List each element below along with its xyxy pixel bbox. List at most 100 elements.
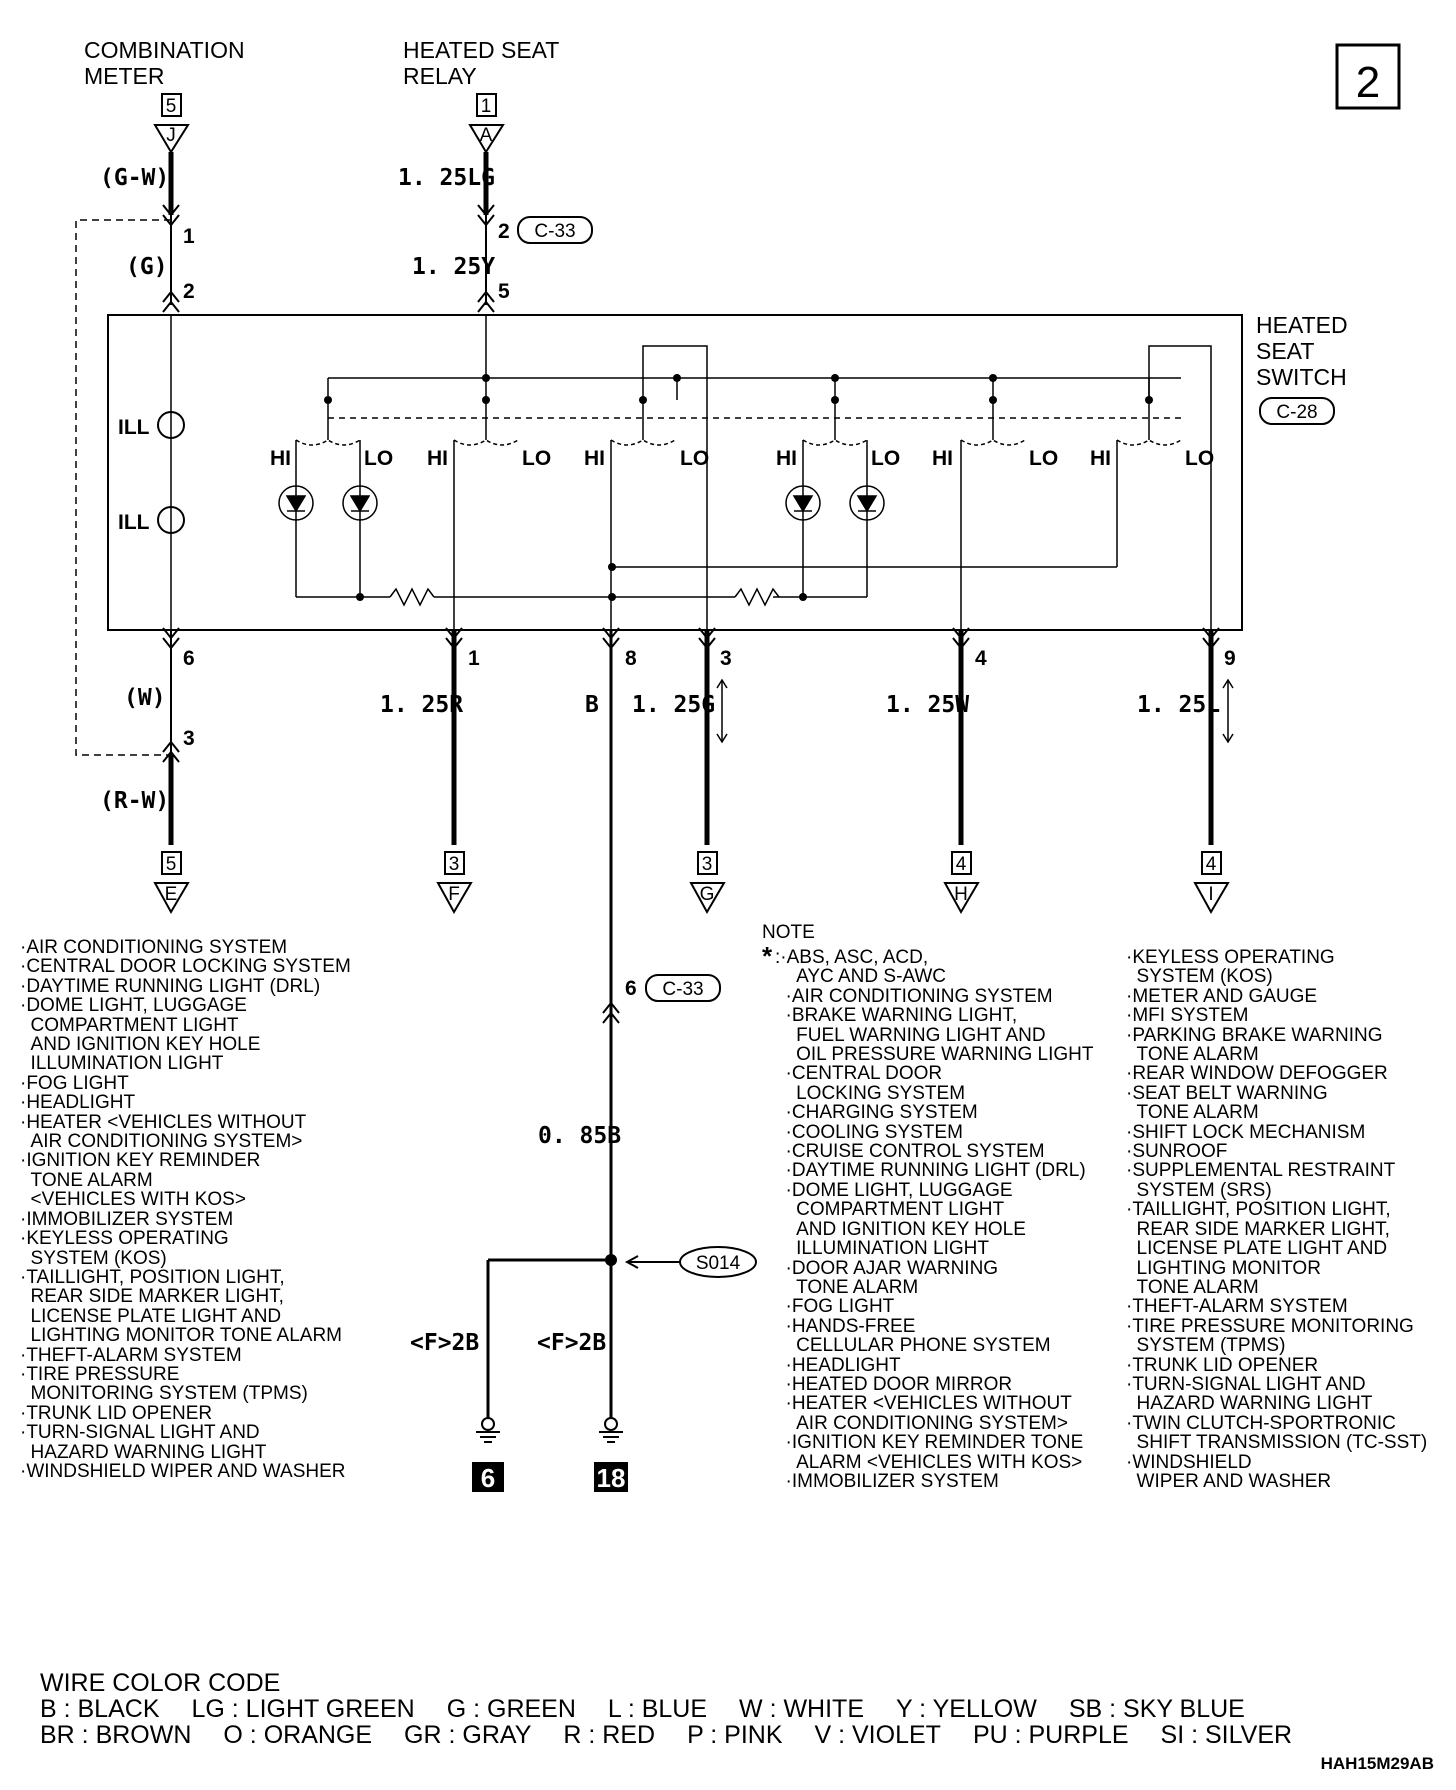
list-item: ·DOME LIGHT, LUGGAGE (775, 1179, 1013, 1201)
list-item: ·TRUNK LID OPENER (1126, 1354, 1319, 1376)
legend-title: WIRE COLOR CODE (40, 1669, 281, 1697)
list-item: SYSTEM (SRS) (1126, 1179, 1272, 1201)
wire-label-b085: 0. 85B (538, 1123, 621, 1149)
svg-text:I: I (1208, 884, 1213, 905)
svg-text:3: 3 (449, 854, 460, 875)
list-item: SYSTEM (TPMS) (1126, 1335, 1286, 1357)
legend-entry: BR : BROWN (40, 1721, 192, 1749)
lo-label-3: LO (680, 447, 709, 470)
wire-label-w: (W) (124, 685, 166, 711)
wire-label-f2b-left: <F>2B (410, 1330, 479, 1356)
list-item: ·COOLING SYSTEM (775, 1121, 963, 1143)
list-item: ILLUMINATION LIGHT (20, 1053, 224, 1075)
wire-label-rw: (R-W) (100, 788, 169, 814)
list-item: ·SHIFT LOCK MECHANISM (1126, 1121, 1366, 1143)
list-item: ILLUMINATION LIGHT (775, 1238, 989, 1260)
heated-seat-switch-box (107, 314, 1243, 631)
wire-label-l125: 1. 25L (1137, 692, 1220, 718)
hi-label-5: HI (932, 447, 953, 470)
pin-3-lo: 3 (720, 647, 732, 670)
list-item: <VEHICLES WITH KOS> (20, 1189, 246, 1211)
list-item: ·HEATER <VEHICLES WITHOUT (20, 1111, 307, 1133)
list-item: ·HEADLIGHT (20, 1092, 136, 1114)
ground-label-6: 6 (481, 1463, 495, 1493)
list-item: ·SEAT BELT WARNING (1126, 1082, 1328, 1104)
shared-connector-dashed-line (75, 219, 171, 756)
list-item: ·HEADLIGHT (775, 1354, 901, 1376)
list-item: AND IGNITION KEY HOLE (20, 1034, 261, 1056)
wire-label-gw: (G-W) (100, 165, 169, 191)
list-item: ·WINDSHIELD (1126, 1451, 1252, 1473)
document-id: HAH15M29AB (1320, 1754, 1434, 1773)
pin-3-ill: 3 (183, 727, 195, 750)
list-item: ·TIRE PRESSURE (20, 1363, 180, 1385)
pin-2-left: 2 (183, 280, 195, 303)
ground-symbol-6 (476, 1417, 500, 1443)
pin-9-lo: 9 (1224, 647, 1236, 670)
hi-label-4: HI (776, 447, 797, 470)
legend-entry: V : VIOLET (814, 1721, 941, 1749)
list-item: ·REAR WINDOW DEFOGGER (1126, 1063, 1388, 1085)
heated-seat-switch-label-3: SWITCH (1256, 364, 1347, 390)
switch-internal-wiring (157, 315, 1212, 630)
list-item: OIL PRESSURE WARNING LIGHT (775, 1044, 1094, 1066)
lo-label-6: LO (1185, 447, 1214, 470)
list-item: COMPARTMENT LIGHT (775, 1199, 1005, 1221)
list-item: LIGHTING MONITOR (1126, 1257, 1321, 1279)
pin-6-ill: 6 (183, 647, 195, 670)
list-item: ·CENTRAL DOOR LOCKING SYSTEM (20, 956, 351, 978)
pin-1-top: 1 (183, 225, 195, 248)
list-item: CELLULAR PHONE SYSTEM (775, 1335, 1051, 1357)
list-item: ·TURN-SIGNAL LIGHT AND (1126, 1373, 1366, 1395)
meter-wire (162, 152, 180, 313)
splice-s014: S014 (696, 1253, 741, 1274)
ill-label-1: ILL (118, 416, 150, 439)
output-wires (162, 627, 1234, 1418)
legend-entry: SI : SILVER (1160, 1721, 1293, 1749)
list-item: AIR CONDITIONING SYSTEM> (775, 1412, 1068, 1434)
legend-entry: GR : GRAY (404, 1721, 532, 1749)
list-item: REAR SIDE MARKER LIGHT, (20, 1286, 284, 1308)
list-item: ·TIRE PRESSURE MONITORING (1126, 1315, 1414, 1337)
list-item: ·KEYLESS OPERATING (1126, 947, 1335, 968)
list-item: HAZARD WARNING LIGHT (20, 1441, 267, 1463)
list-item: ·IMMOBILIZER SYSTEM (20, 1208, 234, 1230)
hi-label-6: HI (1090, 447, 1111, 470)
bottom-ref-i: 4 I (1193, 851, 1230, 915)
legend-entry: PU : PURPLE (972, 1721, 1129, 1749)
list-item: ·WINDSHIELD WIPER AND WASHER (20, 1460, 346, 1482)
ground-label-18: 18 (597, 1463, 626, 1493)
legend-entry: P : PINK (687, 1721, 783, 1749)
list-item: ·PARKING BRAKE WARNING (1126, 1024, 1383, 1046)
ground-label-6-box (472, 1462, 504, 1492)
svg-text:3: 3 (702, 854, 713, 875)
list-item: ·HEATER <VEHICLES WITHOUT (775, 1393, 1072, 1415)
heated-seat-relay-label-2: RELAY (403, 63, 477, 89)
bottom-ref-h: 4 H (943, 851, 980, 915)
svg-text:G: G (700, 884, 715, 905)
wire-label-lg: 1. 25LG (398, 165, 495, 191)
svg-text:A: A (480, 125, 493, 146)
list-item: ·AIR CONDITIONING SYSTEM (20, 937, 288, 958)
list-item: MONITORING SYSTEM (TPMS) (20, 1383, 308, 1405)
wire-label-g: (G) (126, 254, 168, 280)
legend-entry: B : BLACK (40, 1695, 160, 1723)
note-title: NOTE (762, 922, 815, 943)
wire-label-f2b-right: <F>2B (537, 1330, 606, 1356)
list-item: TONE ALARM (775, 1276, 919, 1298)
legend-entry: SB : SKY BLUE (1068, 1695, 1245, 1723)
splice-s014-box (679, 1246, 757, 1278)
list-item: ·TAILLIGHT, POSITION LIGHT, (1126, 1199, 1391, 1221)
list-item: ·TRUNK LID OPENER (20, 1402, 213, 1424)
pin-6-c33: 6 (625, 977, 637, 1000)
pin-8-ground: 8 (625, 647, 637, 670)
heated-seat-relay-label-1: HEATED SEAT (403, 37, 559, 63)
connector-c33-top: C-33 (534, 221, 575, 242)
pin-4-hi: 4 (975, 647, 987, 670)
ill-label-2: ILL (118, 511, 150, 534)
wire-label-y: 1. 25Y (412, 254, 495, 280)
list-item: ·FOG LIGHT (775, 1296, 895, 1318)
list-item: REAR SIDE MARKER LIGHT, (1126, 1218, 1390, 1240)
